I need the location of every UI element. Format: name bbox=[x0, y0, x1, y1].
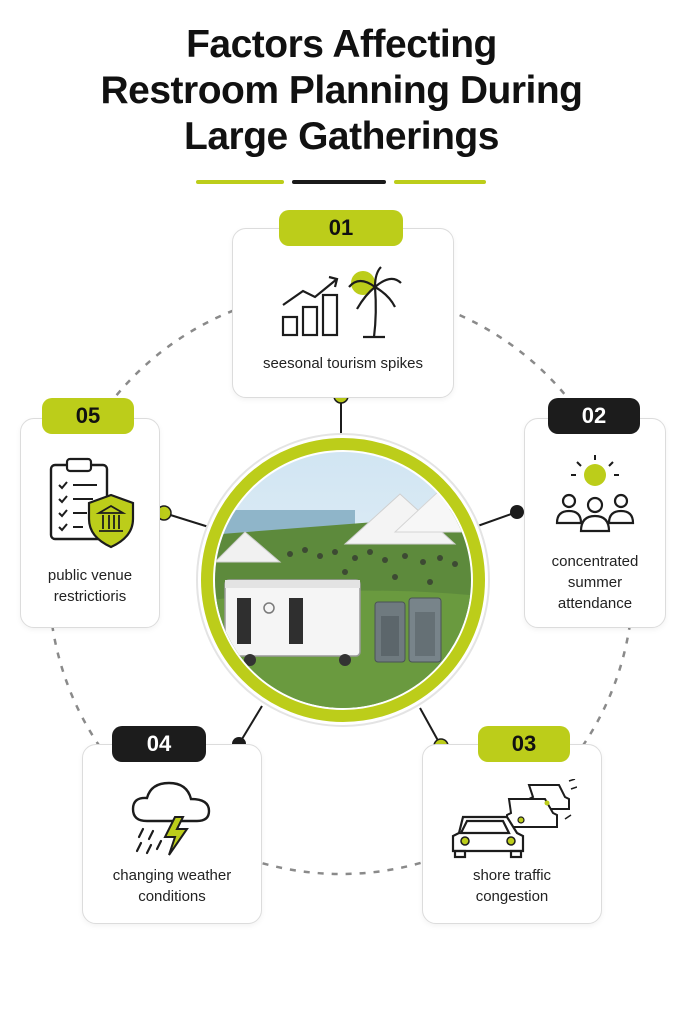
sun-crowd-icon bbox=[555, 455, 635, 533]
divider-left bbox=[196, 180, 284, 184]
page-title: Factors Affecting Restroom Planning Duri… bbox=[0, 22, 683, 160]
divider-middle bbox=[292, 180, 386, 184]
center-event-image bbox=[196, 433, 490, 727]
factor-card-05: public venue restrictioris bbox=[20, 418, 160, 628]
factor-card-03: shore traffic congestion bbox=[422, 744, 602, 924]
connector-02 bbox=[471, 511, 518, 529]
factor-label-04-line-2: conditions bbox=[138, 888, 206, 905]
factor-badge-03: 03 bbox=[478, 726, 570, 762]
factor-label-01: seesonal tourism spikes bbox=[262, 355, 424, 372]
factor-label-02-line-3: attendance bbox=[557, 595, 633, 612]
clipboard-shield-icon bbox=[49, 457, 135, 549]
factor-badge-04: 04 bbox=[112, 726, 206, 762]
title-line-1: Factors Affecting bbox=[186, 23, 497, 66]
factor-card-01: seesonal tourism spikes bbox=[232, 228, 454, 398]
factor-badge-05: 05 bbox=[42, 398, 134, 434]
title-line-2: Restroom Planning During bbox=[100, 69, 583, 112]
factor-label-02-line-1: concentrated bbox=[551, 553, 639, 570]
cars-traffic-icon bbox=[451, 779, 577, 859]
factor-card-02: concentrated summer attendance bbox=[524, 418, 666, 628]
factor-label-05-line-1: public venue bbox=[47, 567, 133, 584]
divider-right bbox=[394, 180, 486, 184]
factor-label-03-line-2: congestion bbox=[475, 888, 549, 905]
connector-04 bbox=[238, 705, 263, 745]
growth-chart-palm-tree-icon bbox=[281, 266, 402, 339]
factor-label-05-line-2: restrictioris bbox=[53, 588, 127, 605]
factor-label-03-line-1: shore traffic bbox=[472, 867, 552, 884]
connector-05 bbox=[163, 512, 213, 529]
factor-badge-01: 01 bbox=[279, 210, 403, 246]
title-line-3: Large Gatherings bbox=[184, 115, 499, 158]
factor-badge-02: 02 bbox=[548, 398, 640, 434]
connector-dot-02 bbox=[510, 505, 524, 519]
storm-cloud-icon bbox=[131, 781, 211, 856]
factor-label-02-line-2: summer bbox=[567, 574, 623, 591]
factor-card-04: changing weather conditions bbox=[82, 744, 262, 924]
factor-label-04-line-1: changing weather bbox=[112, 867, 232, 884]
